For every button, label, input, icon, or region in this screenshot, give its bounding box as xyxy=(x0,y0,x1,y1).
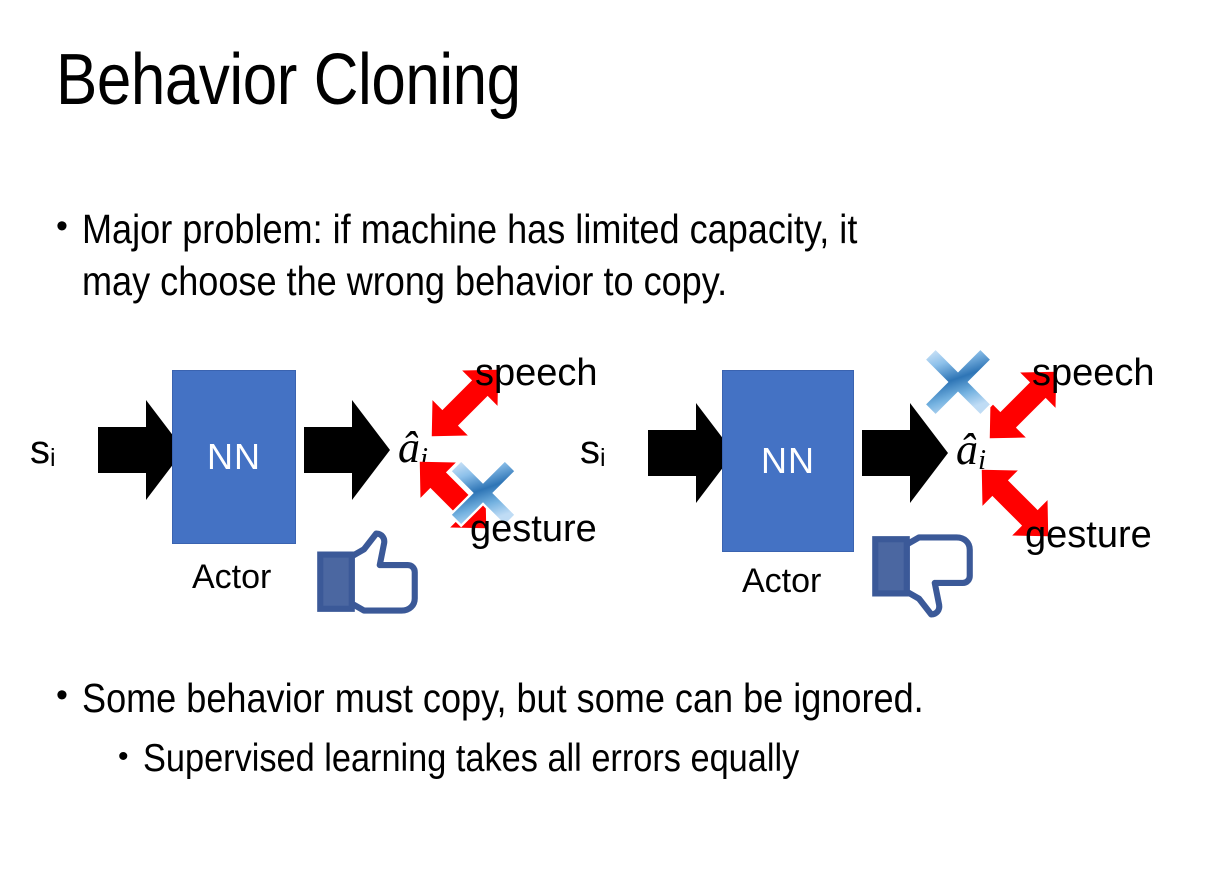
thumbs-down-icon xyxy=(872,534,973,618)
actor-caption-left: Actor xyxy=(192,558,272,596)
diagram-left: si NN Actor âi speech xyxy=(20,330,620,630)
output-arrow-icon-right xyxy=(862,403,948,503)
action-label-left: âi xyxy=(398,426,428,473)
action-symbol: â xyxy=(956,425,978,474)
cross-out-icon-left xyxy=(448,458,518,528)
nn-box-right: NN xyxy=(722,370,854,552)
speech-arrow-icon-right xyxy=(989,371,1057,439)
bullet-marker: • xyxy=(56,207,68,245)
bullet-bottom-1: • Some behavior must copy, but some can … xyxy=(56,672,1176,724)
gesture-arrow-icon-right xyxy=(981,469,1049,537)
bullet-bottom-2: • Supervised learning takes all errors e… xyxy=(118,734,1178,784)
state-subscript: i xyxy=(50,444,56,472)
bullet-top-text: Major problem: if machine has limited ca… xyxy=(81,206,858,305)
output-label-gesture-right: gesture xyxy=(1025,514,1152,556)
output-label-speech-left: speech xyxy=(475,352,598,394)
action-subscript: i xyxy=(978,444,987,476)
cross-out-icon-right xyxy=(922,346,994,418)
thumbs-up-icon xyxy=(317,530,418,614)
input-arrow-icon-right xyxy=(648,403,734,503)
state-symbol: s xyxy=(30,428,50,472)
bullet-top: • Major problem: if machine has limited … xyxy=(56,203,1176,308)
output-arrow-icon-left xyxy=(304,400,390,500)
nn-box-label-left: NN xyxy=(207,436,261,477)
bullet-marker: • xyxy=(56,676,68,714)
state-symbol: s xyxy=(580,428,600,472)
bullet-bottom-2-text: Supervised learning takes all errors equ… xyxy=(142,737,799,780)
actor-caption-right: Actor xyxy=(742,562,822,600)
diagram-right: si NN Actor âi xyxy=(570,330,1190,630)
output-label-speech-right: speech xyxy=(1032,352,1155,394)
state-label-right: si xyxy=(580,430,606,471)
nn-box-left: NN xyxy=(172,370,296,544)
input-arrow-icon-left xyxy=(98,400,184,500)
state-label-left: si xyxy=(30,430,56,471)
state-subscript: i xyxy=(600,444,606,472)
output-label-gesture-left: gesture xyxy=(470,508,597,550)
action-symbol: â xyxy=(398,423,420,472)
slide-title: Behavior Cloning xyxy=(56,40,521,120)
bullet-bottom-1-text: Some behavior must copy, but some can be… xyxy=(81,675,924,721)
speech-arrow-icon-left xyxy=(431,369,499,437)
action-subscript: i xyxy=(420,442,429,474)
bullet-marker: • xyxy=(118,740,129,773)
action-label-right: âi xyxy=(956,428,986,475)
nn-box-label-right: NN xyxy=(761,440,815,481)
